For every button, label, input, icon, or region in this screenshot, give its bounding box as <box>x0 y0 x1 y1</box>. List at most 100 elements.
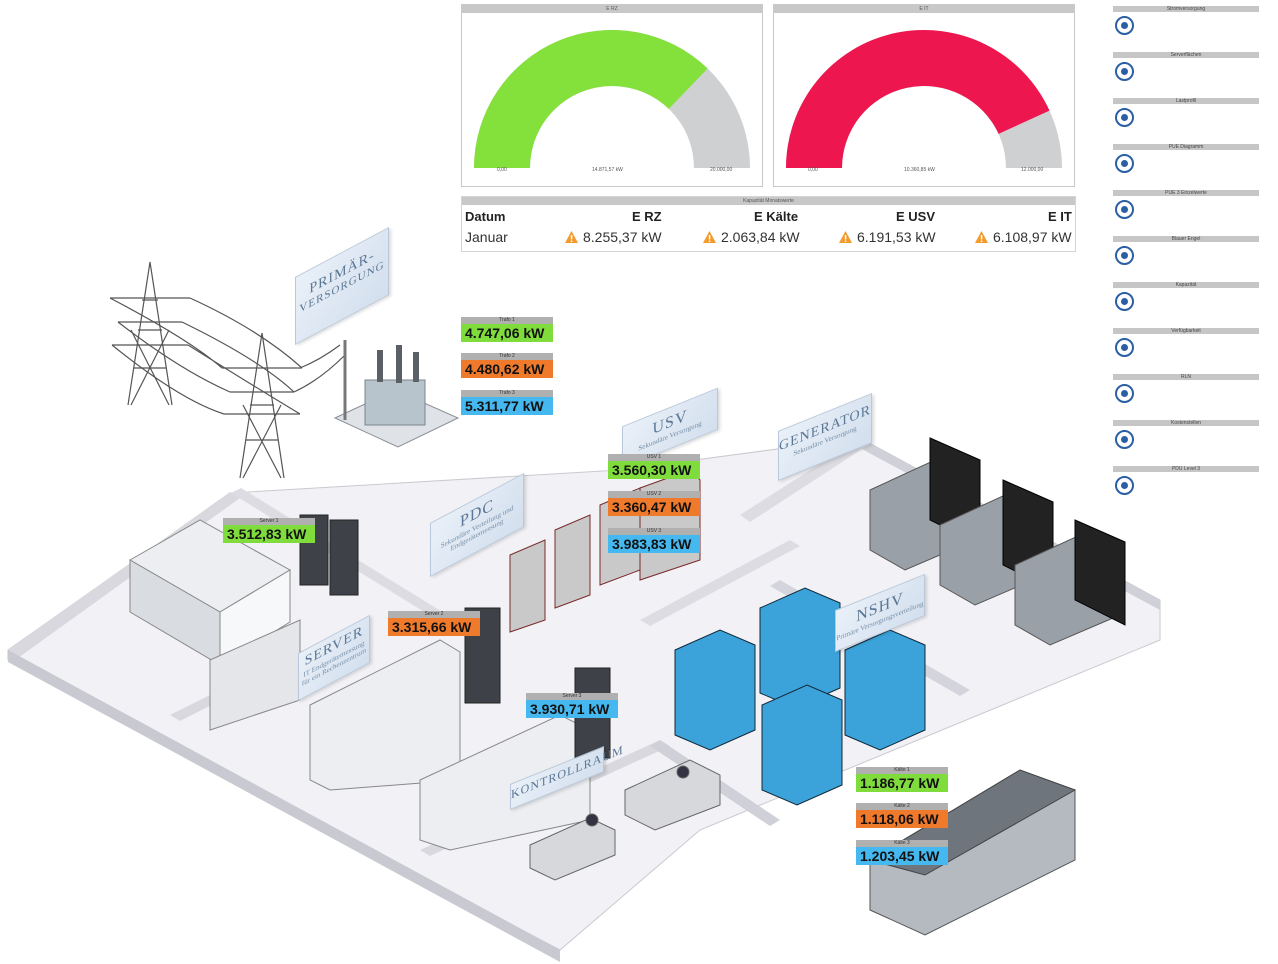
tag-caption: Trafo 3 <box>461 390 553 397</box>
warning-icon <box>565 231 578 243</box>
radio-icon[interactable] <box>1115 338 1134 357</box>
tag-caption: Trafo 1 <box>461 317 553 324</box>
gauge-e-rz <box>474 30 750 168</box>
sidebar-item-lastprofil[interactable]: Lastprofil <box>1113 98 1259 138</box>
tag-value: 1.186,77 kW <box>856 774 948 792</box>
sidebar-item-label: Lastprofil <box>1113 98 1259 104</box>
gauge-max-label: 20.000,00 <box>710 167 733 173</box>
tag-value: 3.983,83 kW <box>608 535 700 553</box>
gauge-value-label: 10.360,85 kW <box>904 167 935 173</box>
sidebar-item-pdu-level-3[interactable]: PDU Level 3 <box>1113 466 1259 506</box>
radio-icon[interactable] <box>1115 292 1134 311</box>
transformer-icon <box>333 340 460 448</box>
sidebar-item-label: Verfügbarkeit <box>1113 328 1259 334</box>
col-header-e-rz: E RZ <box>632 209 662 224</box>
sidebar-item-label: PUE Diagramm <box>1113 144 1259 150</box>
gauge-min-label: 0,00 <box>808 167 818 173</box>
cell-e-it: 6.108,97 kW <box>974 229 1072 245</box>
sidebar-item-label: Blauer Engel <box>1113 236 1259 242</box>
gauge-title: E IT <box>774 5 1074 13</box>
sidebar-item-rln[interactable]: RLN <box>1113 374 1259 414</box>
control-desk-icon <box>529 759 721 881</box>
radio-icon[interactable] <box>1115 62 1134 81</box>
tag-value: 3.360,47 kW <box>608 498 700 516</box>
gauge-fill <box>474 30 708 168</box>
power-tower-icon <box>109 261 346 479</box>
col-header-e-usv: E USV <box>896 209 936 224</box>
table-title: Kapazität Monatswerte <box>462 197 1075 205</box>
cell-value: 6.108,97 kW <box>993 229 1072 245</box>
tag-value: 3.930,71 kW <box>526 700 618 718</box>
wall <box>8 650 560 962</box>
gauge-panel-e-rz: E RZ 0,00 14.871,57 kW 20.000,00 <box>461 4 763 187</box>
warning-icon <box>703 231 716 243</box>
tag-value: 3.512,83 kW <box>223 525 315 543</box>
radio-icon[interactable] <box>1115 154 1134 173</box>
gauge-max-label: 12.000,00 <box>1021 167 1044 173</box>
cell-e-usv: 6.191,53 kW <box>838 229 936 245</box>
tag-caption: Trafo 2 <box>461 353 553 360</box>
radio-icon[interactable] <box>1115 200 1134 219</box>
sidebar-item-serverflaechen[interactable]: Serverflächen <box>1113 52 1259 92</box>
radio-icon[interactable] <box>1115 476 1134 495</box>
cell-value: 6.191,53 kW <box>857 229 936 245</box>
sidebar-item-kostenstellen[interactable]: Kostenstellen <box>1113 420 1259 460</box>
tag-caption: Server 1 <box>223 518 315 525</box>
radio-icon[interactable] <box>1115 246 1134 265</box>
cell-datum: Januar <box>465 229 508 245</box>
tag-caption: Server 2 <box>388 611 480 618</box>
cell-value: 8.255,37 kW <box>583 229 662 245</box>
cell-value: 2.063,84 kW <box>721 229 800 245</box>
col-header-e-kaelte: E Kälte <box>754 209 799 224</box>
sidebar-item-stromversorgung[interactable]: Stromversorgung <box>1113 6 1259 46</box>
tag-caption: USV 3 <box>608 528 700 535</box>
tag-caption: USV 2 <box>608 491 700 498</box>
sidebar-item-pue-einzelwerte[interactable]: PUE 3 Einzelwerte <box>1113 190 1259 230</box>
cell-e-kaelte: 2.063,84 kW <box>702 229 800 245</box>
tag-value: 4.747,06 kW <box>461 324 553 342</box>
gauge-min-label: 0,00 <box>497 167 507 173</box>
radio-icon[interactable] <box>1115 108 1134 127</box>
sidebar-item-label: Serverflächen <box>1113 52 1259 58</box>
nshv-cabinet-icon <box>674 587 926 806</box>
capacity-table: Kapazität Monatswerte Datum E RZ E Kälte… <box>461 196 1076 252</box>
radio-icon[interactable] <box>1115 16 1134 35</box>
tag-caption: Server 3 <box>526 693 618 700</box>
tag-value: 1.118,06 kW <box>856 810 948 828</box>
tag-caption: Kälte 1 <box>856 767 948 774</box>
col-header-datum: Datum <box>465 209 506 224</box>
sidebar-item-label: Kostenstellen <box>1113 420 1259 426</box>
radio-icon[interactable] <box>1115 430 1134 449</box>
sidebar-item-blauer-engel[interactable]: Blauer Engel <box>1113 236 1259 276</box>
sidebar-item-label: RLN <box>1113 374 1259 380</box>
sidebar-item-kapazitaet[interactable]: Kapazität <box>1113 282 1259 322</box>
radio-icon[interactable] <box>1115 384 1134 403</box>
wall <box>640 540 800 626</box>
sidebar-item-pue-diagramm[interactable]: PUE Diagramm <box>1113 144 1259 184</box>
warning-icon <box>839 231 852 243</box>
tag-value: 4.480,62 kW <box>461 360 553 378</box>
tag-caption: USV 1 <box>608 454 700 461</box>
col-header-e-it: E IT <box>1048 209 1072 224</box>
sidebar-item-label: PUE 3 Einzelwerte <box>1113 190 1259 196</box>
tag-caption: Kälte 3 <box>856 840 948 847</box>
gauge-value-label: 14.871,57 kW <box>592 167 623 173</box>
tag-value: 3.560,30 kW <box>608 461 700 479</box>
sidebar-item-label: Kapazität <box>1113 282 1259 288</box>
generator-icon <box>869 437 1126 646</box>
warning-icon <box>975 231 988 243</box>
sidebar-item-verfuegbarkeit[interactable]: Verfügbarkeit <box>1113 328 1259 368</box>
